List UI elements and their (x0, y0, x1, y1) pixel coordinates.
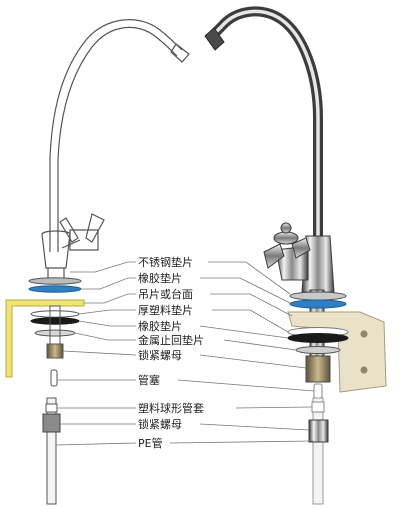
left-spout-tube (49, 19, 183, 252)
leader-right-pe-pipe (169, 440, 314, 444)
right-stainless-steel-gasket (289, 291, 347, 301)
right-handle-cross-icon (263, 222, 311, 269)
leader-right-lock-nut-1 (199, 354, 307, 369)
right-plastic-ball-sleeve (311, 401, 325, 413)
left-rubber-gasket-2 (30, 317, 80, 325)
right-chrome-faucet (204, 6, 335, 361)
label-rubber-gasket-1: 橡胶垫片 (138, 271, 182, 285)
leader-right-plastic-ball-sleeve (235, 406, 313, 409)
leader-right-hanging-plate (210, 293, 293, 317)
right-lock-nut-1 (305, 355, 331, 383)
left-pipe-plug (50, 369, 58, 387)
leader-left-thick-plastic-gasket (78, 309, 136, 315)
left-lock-nut-1 (46, 343, 64, 359)
left-stainless-steel-gasket (28, 277, 82, 285)
leader-right-pipe-plug (177, 379, 315, 392)
left-pe-pipe (46, 397, 57, 505)
label-hanging-plate-or-countertop: 吊片或台面 (138, 287, 193, 301)
leader-right-lock-nut-2 (199, 423, 310, 431)
left-handle-cross-icon (59, 213, 105, 251)
label-plastic-ball-sleeve: 塑料球形管套 (138, 401, 204, 415)
leader-right-rubber-gasket-1 (200, 277, 291, 304)
part-labels: 不锈钢垫片 橡胶垫片 吊片或台面 厚塑料垫片 橡胶垫片 金属止回垫片 锁紧螺母 … (138, 255, 204, 450)
right-spout-highlight (212, 9, 320, 260)
left-metal-anti-rotation-gasket (34, 329, 76, 337)
left-spout-tip (170, 43, 190, 63)
right-plate-screw-hole-1 (360, 330, 368, 338)
leader-left-hanging-plate (84, 293, 136, 304)
leader-left-rubber-gasket-2 (78, 320, 136, 327)
label-pipe-plug: 管塞 (138, 373, 160, 387)
right-spout-tip (204, 27, 225, 51)
left-valve-stem (61, 239, 81, 249)
left-line-drawing (41, 19, 190, 285)
leader-right-metal-anti-rotation-gasket (223, 339, 297, 351)
left-lock-nut-2 (42, 413, 61, 433)
label-metal-anti-rotation-gasket: 金属止回垫片 (138, 333, 204, 347)
right-pe-pipe (312, 397, 324, 505)
left-thick-plastic-gasket (30, 310, 80, 318)
left-faucet-body (41, 230, 71, 269)
left-countertop-plate (5, 299, 85, 378)
right-pipe-plug (313, 383, 323, 399)
leader-right-rubber-gasket-2 (199, 325, 289, 339)
right-metal-anti-rotation-gasket (295, 346, 341, 354)
leader-lines (55, 261, 315, 446)
leader-right-stainless-steel-gasket (208, 261, 291, 295)
leader-left-stainless-steel-gasket (70, 261, 136, 273)
left-spout-tube-inner (57, 26, 178, 252)
leader-left-metal-anti-rotation-gasket (74, 332, 136, 341)
label-stainless-steel-gasket: 不锈钢垫片 (138, 255, 193, 269)
right-rubber-gasket-1 (289, 299, 347, 309)
right-plate-screw-hole-2 (360, 366, 368, 374)
label-rubber-gasket-2: 橡胶垫片 (138, 319, 182, 333)
left-plastic-ball-sleeve (45, 403, 58, 413)
left-rubber-gasket-1 (28, 285, 82, 293)
label-lock-nut-2: 锁紧螺母 (138, 417, 182, 431)
leader-right-thick-plastic-gasket (212, 309, 289, 333)
leader-left-rubber-gasket-1 (80, 277, 136, 290)
right-lock-nut-2 (308, 419, 329, 443)
label-thick-plastic-gasket: 厚塑料垫片 (138, 303, 193, 317)
leader-left-lock-nut-1 (62, 350, 137, 356)
label-pe-pipe: PE管 (138, 436, 163, 450)
label-lock-nut-1: 锁紧螺母 (138, 348, 182, 362)
right-rubber-gasket-2 (287, 333, 349, 343)
leader-left-pe-pipe (55, 442, 137, 446)
